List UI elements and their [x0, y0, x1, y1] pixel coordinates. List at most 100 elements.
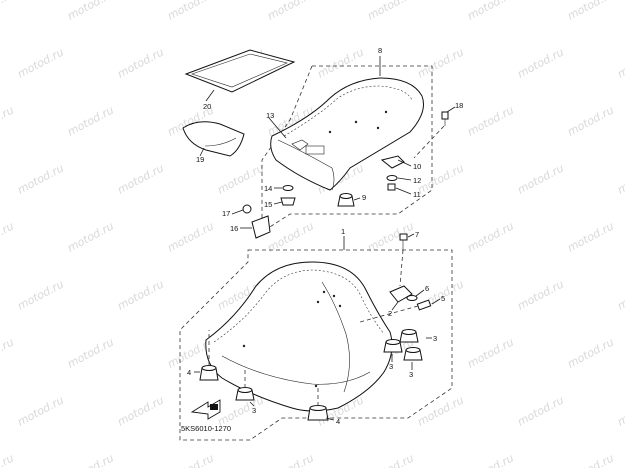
part-6-washer	[406, 295, 418, 301]
callout-20: 20	[203, 102, 211, 111]
watermark-text: motod.ru	[365, 0, 416, 23]
callout-3-center: 3	[389, 362, 393, 371]
watermark-text: motod.ru	[15, 393, 66, 428]
callout-3-lower: 3	[409, 370, 413, 379]
callout-11: 11	[413, 190, 421, 199]
callout-3-left: 3	[252, 406, 256, 415]
main-seat-group-outline	[179, 249, 453, 441]
callout-5: 5	[441, 294, 445, 303]
part-20-seat-pad	[184, 49, 296, 93]
watermark-text: motod.ru	[0, 451, 16, 468]
callout-9: 9	[362, 193, 366, 202]
rear-seat-group-outline	[261, 65, 433, 233]
watermark-text: motod.ru	[415, 45, 466, 80]
callout-13: 13	[266, 111, 274, 120]
watermark-text: motod.ru	[15, 161, 66, 196]
watermark-text: motod.ru	[515, 161, 566, 196]
watermark-text: motod.ru	[0, 335, 16, 370]
part-3-grommet-b	[383, 339, 403, 353]
watermark-text: motod.ru	[115, 277, 166, 312]
watermark-text: motod.ru	[0, 219, 16, 254]
callout-3-right: 3	[433, 334, 437, 343]
callout-18: 18	[455, 101, 463, 110]
part-12-washer	[386, 175, 398, 181]
watermark-text: motod.ru	[65, 103, 116, 138]
watermark-text: motod.ru	[165, 451, 216, 468]
watermark-text: motod.ru	[565, 219, 616, 254]
watermark-text: motod.ru	[165, 219, 216, 254]
watermark-text: motod.ru	[0, 0, 16, 23]
watermark-text: motod.ru	[115, 161, 166, 196]
watermark-text: motod.ru	[415, 393, 466, 428]
callout-1: 1	[341, 227, 345, 236]
part-10-bracket	[380, 155, 405, 169]
part-14-washer	[282, 185, 294, 191]
watermark-text: motod.ru	[65, 335, 116, 370]
callout-4-bottom: 4	[336, 417, 340, 426]
watermark-text: motod.ru	[65, 0, 116, 23]
part-4-damper-left	[199, 365, 219, 381]
watermark-text: motod.ru	[215, 161, 266, 196]
part-3-grommet-c	[403, 347, 423, 361]
watermark-text: motod.ru	[465, 103, 516, 138]
part-19-cover	[182, 121, 245, 157]
part-3-grommet-a	[399, 329, 419, 343]
watermark-text: motod.ru	[615, 393, 625, 428]
watermark-text: motod.ru	[615, 277, 625, 312]
part-5-bolt	[416, 299, 432, 311]
callout-17: 17	[222, 209, 230, 218]
watermark-text: motod.ru	[565, 335, 616, 370]
callout-10: 10	[413, 162, 421, 171]
callout-8: 8	[378, 46, 382, 55]
part-11-bolt	[387, 183, 396, 191]
part-17-bolt	[242, 204, 252, 214]
watermark-text: motod.ru	[115, 393, 166, 428]
part-18-bolt	[441, 111, 449, 126]
watermark-text: motod.ru	[15, 277, 66, 312]
watermark-text: motod.ru	[265, 451, 316, 468]
watermark-text: motod.ru	[565, 0, 616, 23]
watermark-text: motod.ru	[615, 45, 625, 80]
watermark-text: motod.ru	[265, 0, 316, 23]
watermark-text: motod.ru	[515, 45, 566, 80]
part-4-damper-bottom	[307, 405, 329, 421]
watermark-text: motod.ru	[515, 393, 566, 428]
callout-7: 7	[415, 230, 419, 239]
callout-16: 16	[230, 224, 238, 233]
watermark-text: motod.ru	[115, 45, 166, 80]
callout-2: 2	[388, 309, 392, 318]
diagram-code-label: 5KS6010-1270	[181, 424, 231, 433]
watermark-text: motod.ru	[165, 0, 216, 23]
front-arrow-icon	[190, 399, 221, 420]
watermark-text: motod.ru	[15, 45, 66, 80]
watermark-text: motod.ru	[65, 219, 116, 254]
part-13-rear-seat	[270, 77, 424, 191]
watermark-text: motod.ru	[465, 335, 516, 370]
watermark-text: motod.ru	[415, 161, 466, 196]
watermark-text: motod.ru	[65, 451, 116, 468]
part-2-bracket	[389, 285, 413, 303]
watermark-text: motod.ru	[515, 277, 566, 312]
watermark-text: motod.ru	[465, 451, 516, 468]
callout-19: 19	[196, 155, 204, 164]
callout-12: 12	[413, 176, 421, 185]
part-15-grommet	[280, 197, 296, 206]
part-9-damper	[337, 193, 355, 207]
watermark-text: motod.ru	[315, 45, 366, 80]
watermark-text: motod.ru	[565, 103, 616, 138]
watermark-text: motod.ru	[0, 103, 16, 138]
callout-6: 6	[425, 284, 429, 293]
callout-15: 15	[264, 200, 272, 209]
part-16-bracket	[251, 215, 271, 239]
watermark-text: motod.ru	[365, 451, 416, 468]
watermark-text: motod.ru	[565, 451, 616, 468]
watermark-text: motod.ru	[465, 219, 516, 254]
watermark-text: motod.ru	[615, 161, 625, 196]
part-7-bolt	[399, 233, 408, 250]
callout-4-left: 4	[187, 368, 191, 377]
part-3-grommet-d	[235, 387, 255, 401]
part-1-main-seat	[205, 261, 393, 412]
watermark-text: motod.ru	[465, 0, 516, 23]
